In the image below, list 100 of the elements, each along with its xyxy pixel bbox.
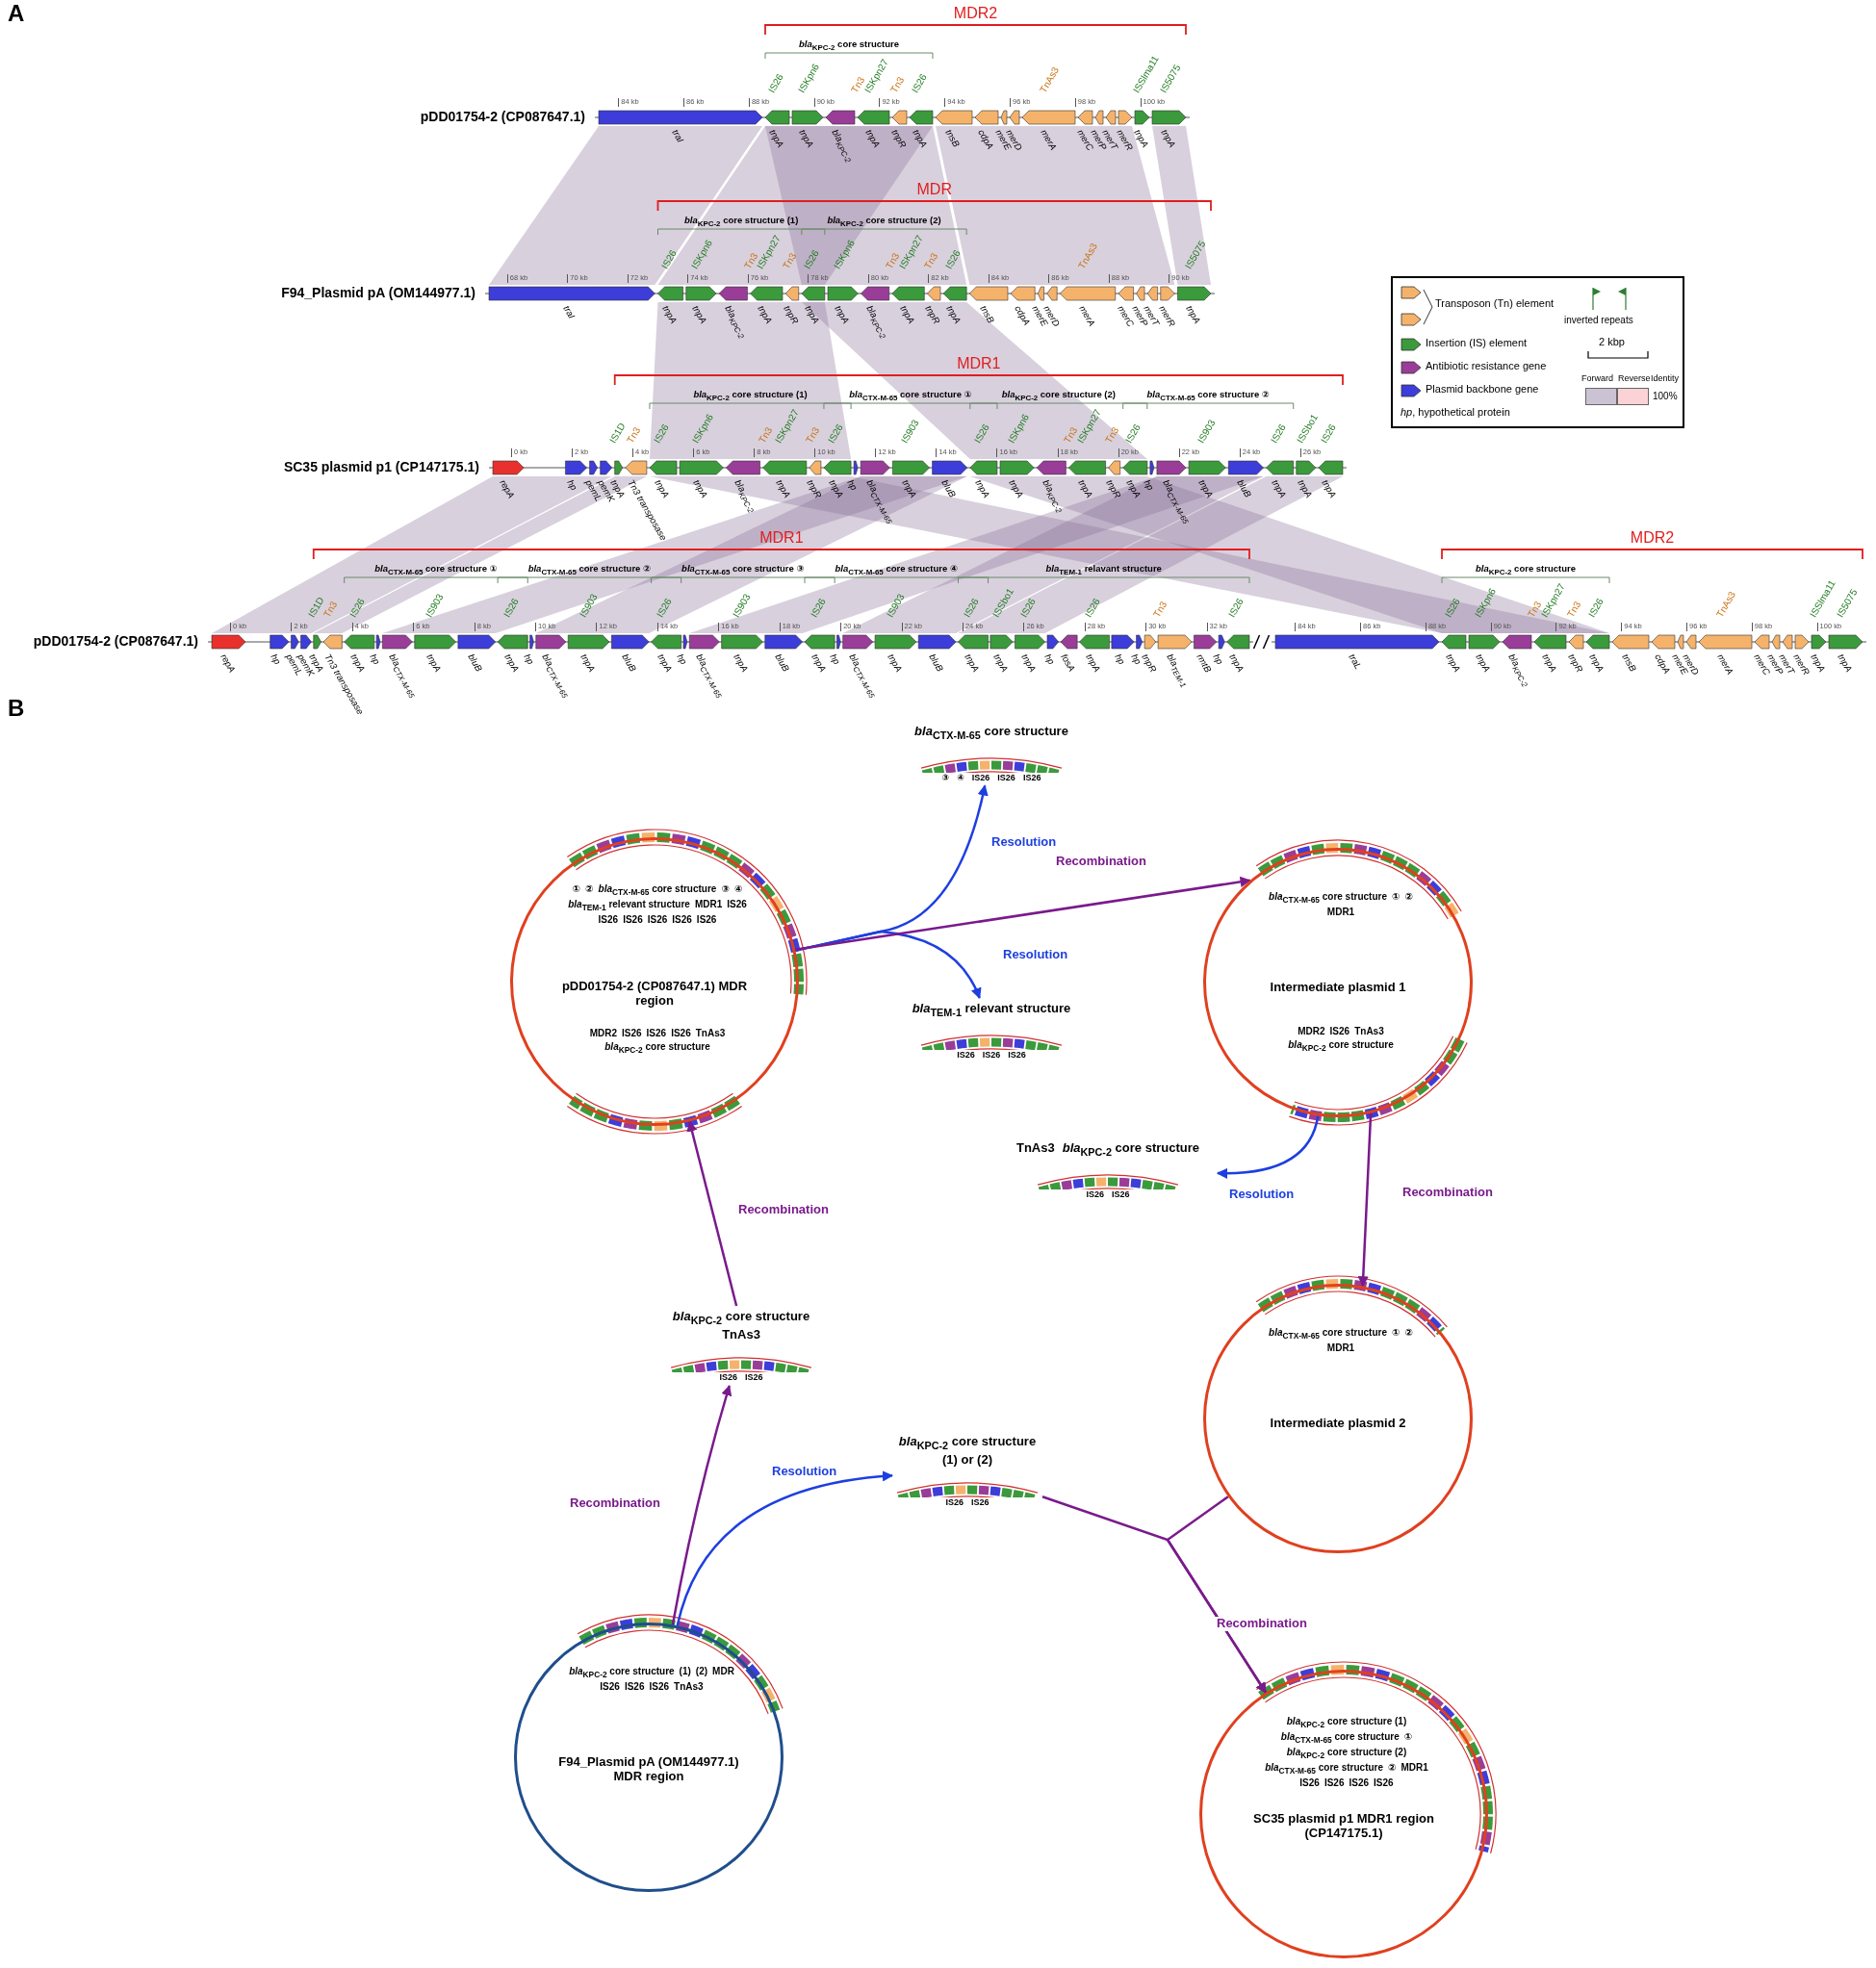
legend-label: Plasmid backbone gene	[1426, 383, 1539, 396]
arc-label: bla$_{CTX-M-65}$ core structure	[1269, 891, 1387, 905]
arc-label: bla$_{KPC-2}$ core structure	[569, 1666, 675, 1679]
structure-label: bla$_{CTX-M-65}$ core structure ①	[849, 390, 972, 402]
structure-label: bla$_{TEM-1}$ relevant structure	[912, 1001, 1071, 1019]
arc-label: IS26	[624, 1681, 645, 1693]
gene-label: hp	[1041, 652, 1057, 667]
arc-label: bla$_{CTX-M-65}$ core structure	[1280, 1731, 1400, 1745]
track-label: pDD01754-2 (CP087647.1)	[420, 109, 585, 125]
arc-label: IS26	[647, 913, 668, 926]
gene-label: traI	[560, 304, 578, 321]
structure-label: bla$_{KPC-2}$ core structure	[1476, 564, 1576, 576]
gene-label: hp	[521, 652, 535, 667]
element-label: IS26	[1112, 1188, 1130, 1200]
arc-label: IS26	[672, 913, 692, 926]
arc-label: bla$_{KPC-2}$ core structure (1)	[1286, 1716, 1407, 1729]
region-label: MDR1	[957, 355, 1001, 373]
gene-label: hp	[268, 652, 283, 667]
arc-label: TnAs3	[695, 1028, 726, 1039]
plasmid-label: F94_Plasmid pA (OM144977.1) MDR region	[557, 1754, 740, 1783]
element-label: IS26	[1008, 1049, 1026, 1061]
structure-label: TnAs3	[722, 1326, 760, 1342]
arc-label: IS26	[1323, 1776, 1345, 1789]
plasmid-circle	[1203, 848, 1473, 1117]
arc-label: IS26	[600, 1681, 620, 1693]
arc-label: IS26	[671, 1028, 691, 1039]
arc-label: IS26	[727, 899, 747, 911]
arc-label: ④	[733, 883, 743, 896]
gene-label: hp	[674, 652, 689, 667]
plasmid-label: Intermediate plasmid 1	[1269, 980, 1407, 994]
arc-label: ③	[721, 883, 730, 896]
footnote-text: hp, hypothetical protein	[1401, 406, 1510, 419]
arc-label: bla$_{CTX-M-65}$ core structure	[598, 883, 717, 897]
arrow	[1166, 1495, 1268, 1694]
arc-label: ②	[1404, 891, 1413, 904]
legend-label: Reverse	[1618, 373, 1651, 384]
structure-label: bla$_{CTX-M-65}$ core structure ①	[374, 564, 498, 576]
element-label: IS26	[971, 772, 990, 783]
legend-label: Antibiotic resistance gene	[1426, 360, 1547, 372]
gene-label: traL	[1346, 652, 1364, 672]
panel-letter: B	[8, 695, 25, 722]
legend-label: Transposon (Tn) element	[1435, 297, 1555, 310]
arc-label: TnAs3	[1354, 1026, 1384, 1037]
structure-label: TnAs3	[1015, 1140, 1055, 1157]
structure-label: bla$_{CTX-M-65}$ core structure	[914, 724, 1068, 742]
arc-label: IS26	[1349, 1776, 1370, 1789]
element-label: IS26	[957, 1049, 975, 1061]
arc-label: bla$_{CTX-M-65}$ core structure	[1265, 1761, 1384, 1776]
gene-label: hp	[1141, 478, 1156, 493]
identity-value: 100%	[1653, 391, 1678, 402]
gene-label: hp	[367, 652, 382, 667]
edge-label: Recombination	[1215, 1617, 1309, 1631]
element-label: IS26	[719, 1372, 737, 1383]
element-label: Tn3	[922, 250, 940, 271]
element-label: ④	[957, 772, 964, 783]
scale-bar-label: 2 kbp	[1599, 336, 1625, 348]
structure-label: bla$_{CTX-M-65}$ core structure ②	[527, 564, 652, 576]
structure-label: bla$_{KPC-2}$ core structure (2)	[827, 216, 941, 228]
element-label: IS26	[1022, 772, 1041, 783]
structure-label: bla$_{KPC-2}$ core structure (1) or (2)	[897, 1434, 1038, 1468]
element-label: Tn3	[803, 424, 822, 446]
legend-label: inverted repeats	[1564, 315, 1633, 326]
element-label: IS26	[971, 1497, 989, 1508]
gene-label: hp	[1211, 652, 1225, 667]
arc-label: (2)	[695, 1666, 708, 1678]
region-label: MDR2	[1630, 529, 1675, 548]
arc-label: MDR1	[1401, 1761, 1428, 1775]
column-heading: Identity	[1651, 373, 1680, 384]
plasmid-label: SC35 plasmid p1 MDR1 region (CP147175.1)	[1252, 1811, 1435, 1840]
arc-label: IS26	[696, 913, 717, 926]
gene-label: hp	[1112, 652, 1126, 667]
arrow	[686, 1120, 738, 1307]
track-label: SC35 plasmid p1 (CP147175.1)	[283, 459, 479, 475]
arc-label: bla$_{CTX-M-65}$ core structure	[1269, 1327, 1387, 1341]
element-label: Tn3	[756, 424, 775, 446]
element-label: Tn3	[1150, 599, 1169, 620]
arc-label: IS26	[646, 1028, 667, 1039]
arc-label: (1)	[679, 1666, 691, 1678]
structure-label: bla$_{KPC-2}$ core structure (1)	[693, 390, 808, 402]
plasmid-label: Intermediate plasmid 2	[1269, 1416, 1407, 1430]
element-label: IS26	[982, 1049, 1001, 1061]
arc-label: ①	[572, 883, 581, 896]
region-label: MDR2	[953, 5, 998, 23]
arc-label: bla$_{TEM-1}$ relevant structure	[568, 899, 690, 912]
plasmid-label: pDD01754-2 (CP087647.1) MDR region	[560, 979, 749, 1008]
structure-label: bla$_{TEM-1}$ relavant structure	[1045, 564, 1162, 576]
arrow	[795, 930, 981, 1000]
structure-label: bla$_{KPC-2}$ core structure (2)	[1001, 390, 1116, 402]
arc-label: IS26	[1299, 1776, 1320, 1789]
element-label: IS26	[1086, 1188, 1104, 1200]
structure-label: bla$_{KPC-2}$ core structure (1)	[684, 216, 799, 228]
arc-label: ②	[1404, 1327, 1413, 1340]
element-label: IS26	[945, 1497, 964, 1508]
gene-label: hp	[827, 652, 842, 667]
legend-label: Forward	[1581, 373, 1613, 384]
track-label: F94_Plasmid pA (OM144977.1)	[281, 285, 475, 301]
arc-label: IS26	[622, 1028, 642, 1039]
plasmid-circle	[510, 837, 799, 1126]
element-label: ③	[941, 772, 950, 783]
arc-label: TnAs3	[674, 1681, 704, 1693]
